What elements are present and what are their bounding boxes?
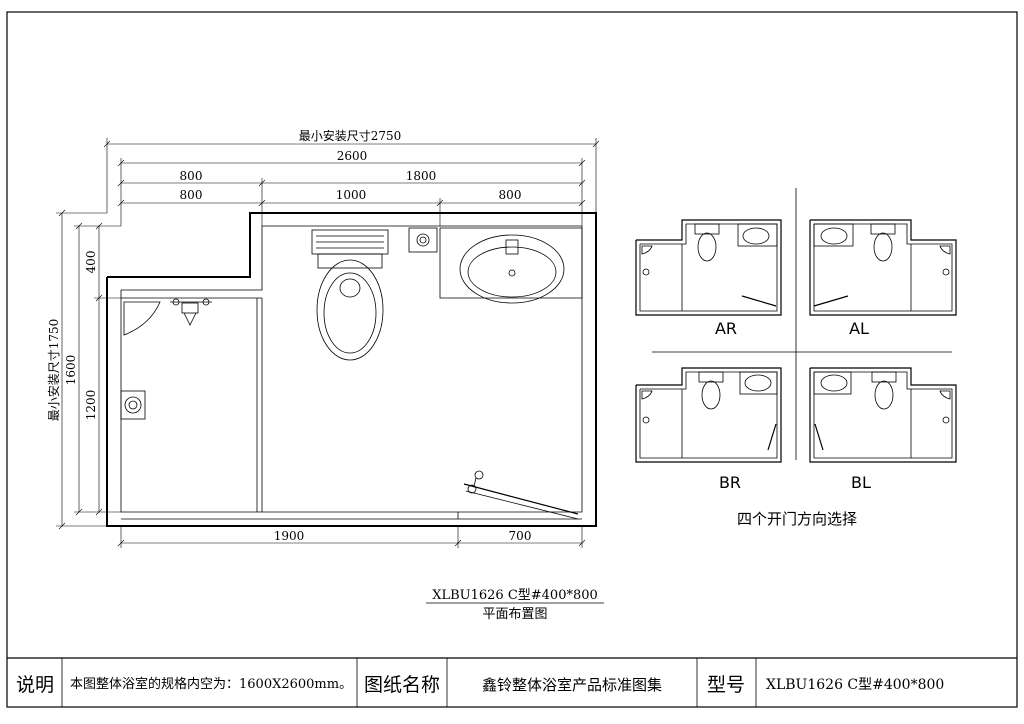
variant-bl — [809, 367, 957, 463]
variant-br — [635, 367, 782, 463]
corner-shelf-icon — [123, 301, 161, 336]
dimensions-top — [103, 138, 600, 226]
title-desc-label: 说明 — [16, 674, 54, 696]
variant-ar-label: AR — [715, 319, 737, 338]
toilet-icon — [311, 229, 389, 361]
variant-ar — [635, 219, 782, 316]
title-drawing-name-label: 图纸名称 — [364, 674, 440, 696]
dim-row3-mid: 1000 — [336, 188, 367, 202]
dim-total-height: 1600 — [64, 355, 78, 386]
dim-row3-right: 800 — [499, 188, 522, 202]
dim-row3-left: 800 — [180, 188, 203, 202]
floor-drain-icon — [120, 390, 146, 420]
dimensions-bottom — [117, 526, 586, 548]
dim-row2-right: 1800 — [406, 169, 437, 183]
dim-min-install-height: 最小安装尺寸1750 — [46, 319, 61, 422]
floor-plan — [106, 212, 597, 527]
dim-top-part: 400 — [84, 251, 98, 274]
dim-row2-left: 800 — [180, 169, 203, 183]
variant-bl-label: BL — [851, 473, 871, 492]
shower-faucet-icon — [170, 298, 212, 326]
title-block — [7, 657, 1017, 707]
washbasin-icon — [439, 227, 583, 304]
dim-min-install-width: 最小安装尺寸2750 — [299, 128, 402, 143]
dim-bottom-right: 700 — [509, 529, 532, 543]
dimensions-left — [56, 209, 121, 530]
title-model-label: 型号 — [707, 674, 745, 696]
title-model-value: XLBU1626 C型#400*800 — [766, 677, 944, 693]
title-desc-text: 本图整体浴室的规格内空为：1600X2600mm。 — [70, 676, 352, 692]
door-icon — [463, 470, 579, 520]
dim-total-width: 2600 — [337, 149, 368, 163]
variant-al — [809, 219, 957, 316]
plan-subtitle: 平面布置图 — [482, 607, 547, 622]
dim-bottom-part: 1200 — [84, 390, 98, 421]
title-drawing-name: 鑫铃整体浴室产品标准图集 — [482, 676, 662, 694]
variant-br-label: BR — [719, 473, 741, 492]
variant-cross-lines — [652, 188, 952, 460]
plan-model-line: XLBU1626 C型#400*800 — [432, 588, 598, 603]
outlet-icon — [408, 227, 438, 253]
sheet-border — [6, 11, 1018, 708]
variant-al-label: AL — [849, 319, 869, 338]
dim-bottom-left: 1900 — [274, 529, 305, 543]
variants-caption: 四个开门方向选择 — [737, 510, 857, 528]
